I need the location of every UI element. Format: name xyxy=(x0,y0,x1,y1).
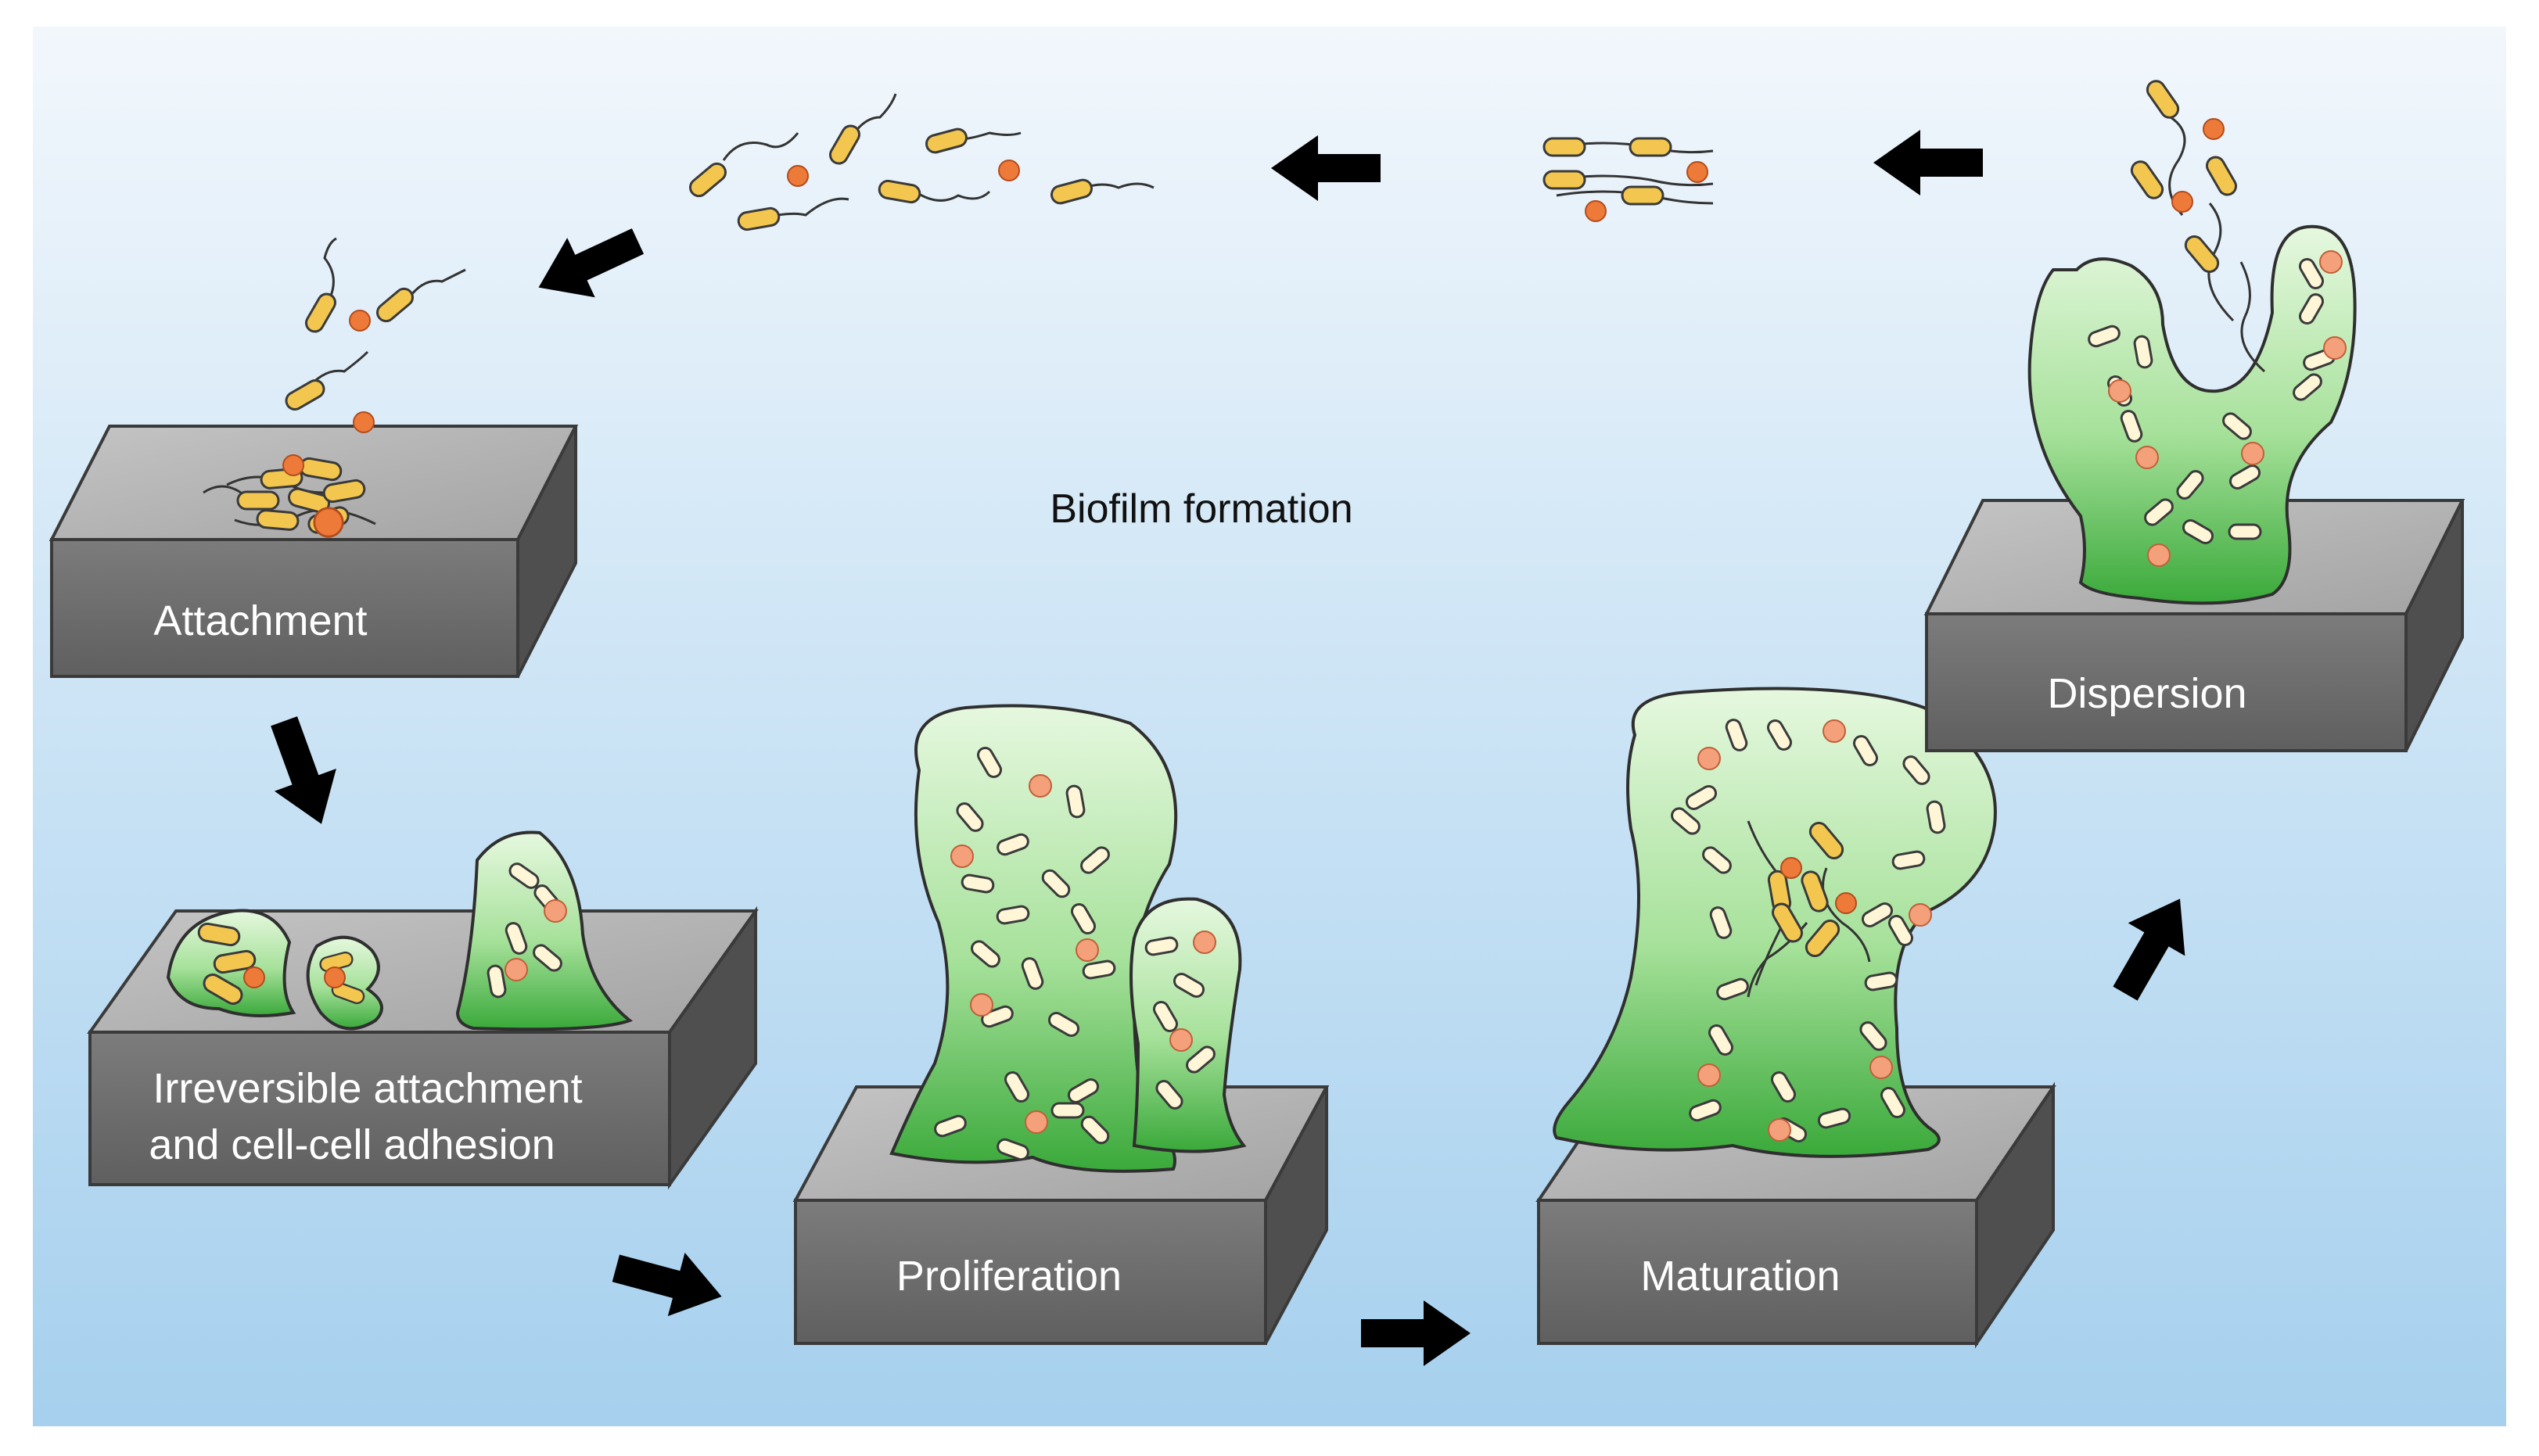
micro-colony-middle xyxy=(306,935,383,1031)
irreversible-label-line1: Irreversible attachment xyxy=(153,1065,582,1112)
micro-colony-left xyxy=(166,909,296,1017)
irreversible-attachment-block: Irreversible attachment and cell-cell ad… xyxy=(87,906,759,1190)
attached-bacteria-cluster xyxy=(203,454,376,538)
diagram-title: Biofilm formation xyxy=(1050,486,1352,532)
free-bacteria-group-left xyxy=(282,237,466,433)
dispersion-label: Dispersion xyxy=(2047,670,2246,717)
proliferation-label: Proliferation xyxy=(896,1253,1122,1300)
attachment-block: Attachment xyxy=(48,425,579,678)
maturation-label: Maturation xyxy=(1640,1253,1840,1300)
free-bacteria-group-right xyxy=(1542,137,1714,222)
proliferation-biofilm-tower-small xyxy=(1129,897,1247,1153)
escaping-bacteria-dispersion xyxy=(2127,76,2265,373)
micro-colony-right xyxy=(455,830,633,1031)
maturation-biofilm xyxy=(1553,687,1997,1158)
dispersion-biofilm xyxy=(2027,224,2357,605)
free-bacteria-group-middle xyxy=(685,93,1155,232)
attachment-label: Attachment xyxy=(153,597,367,644)
irreversible-label-line2: and cell-cell adhesion xyxy=(149,1121,555,1168)
